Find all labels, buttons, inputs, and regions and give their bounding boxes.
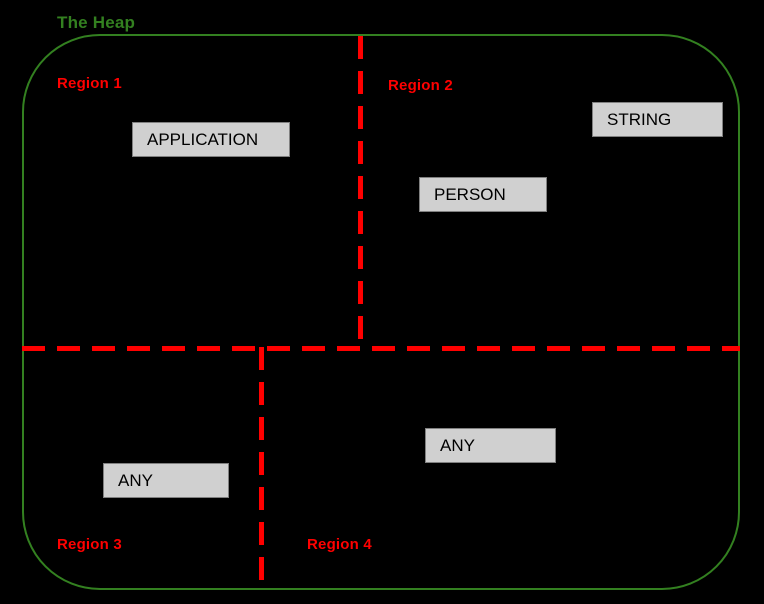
region-label-3: Region 3	[57, 536, 122, 553]
heap-label: The Heap	[57, 13, 136, 32]
region-label-2: Region 2	[388, 77, 453, 94]
region-divider-vertical-top	[358, 36, 363, 350]
region-divider-horizontal	[22, 346, 740, 351]
region-label-1: Region 1	[57, 75, 122, 92]
object-application: APPLICATION	[132, 122, 290, 157]
object-any-region3: ANY	[103, 463, 229, 498]
region-label-4: Region 4	[307, 536, 372, 553]
object-any-region4: ANY	[425, 428, 556, 463]
heap-boundary	[22, 34, 740, 590]
region-divider-vertical-bottom	[259, 347, 264, 590]
object-string: STRING	[592, 102, 723, 137]
object-person: PERSON	[419, 177, 547, 212]
